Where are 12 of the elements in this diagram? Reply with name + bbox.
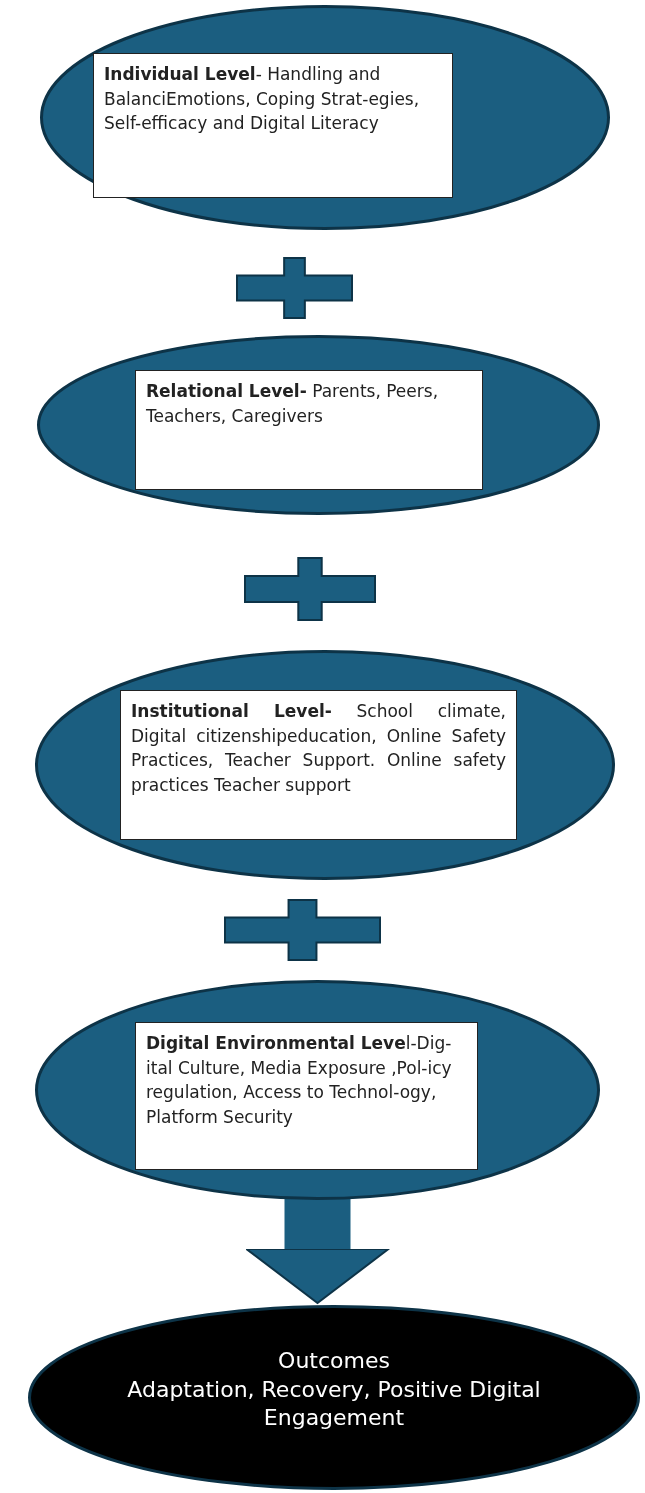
outcome-text: Adaptation, Recovery, Positive Digital Engagement [126,1375,542,1433]
text-box: Institutional Level- School climate, Digital citizenshipeducation, Online Safety Practices, Teacher Support. Online safety practices Teacher support [120,690,517,840]
block-arrow [245,1199,390,1304]
text-box: Individual Level- Handling and BalanciEmotions, Coping Strat-egies, Self-efficacy and Digital Literacy [93,53,453,198]
level-ellipse [35,980,600,1200]
level-ellipse [40,5,610,230]
outcome-ellipse [28,1305,640,1490]
text-box: Relational Level- Parents, Peers, Teachers, Caregivers [135,370,483,490]
text-box: Digital Environmental Level-Dig-ital Culture, Media Exposure ,Pol-icy regulation, Access to Technol-ogy, Platform Security [135,1022,478,1170]
level-ellipse [37,335,600,515]
outcome-heading: Outcomes [277,1347,391,1375]
level-ellipse [35,650,615,880]
